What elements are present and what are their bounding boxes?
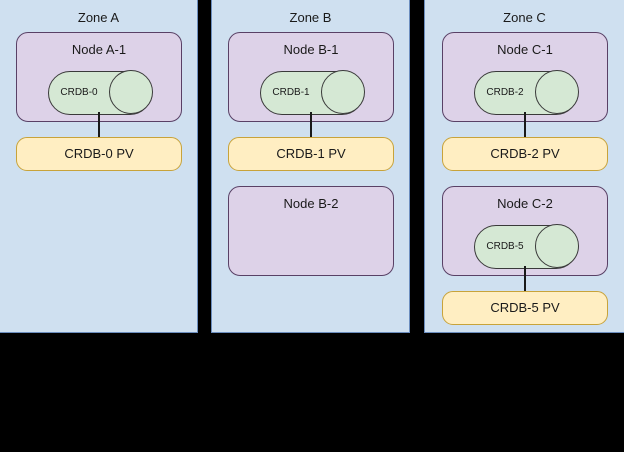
connector-node-c-2-to-crdb-5-pv — [524, 266, 526, 291]
pv-label-crdb-1: CRDB-1 PV — [276, 146, 346, 161]
node-container-a-1[interactable]: Node A-1 CRDB-0 — [16, 32, 182, 122]
database-cylinder-crdb-5[interactable]: CRDB-5 — [474, 224, 579, 269]
cylinder-cap-icon — [109, 70, 153, 114]
database-cylinder-crdb-0[interactable]: CRDB-0 — [48, 70, 153, 115]
zone-container-a[interactable]: Zone A Node A-1 CRDB-0 CRDB-0 PV — [0, 0, 198, 333]
cylinder-cap-icon — [535, 224, 579, 268]
cylinder-cap-icon — [321, 70, 365, 114]
connector-node-a-1-to-crdb-0-pv — [98, 112, 100, 137]
database-cylinder-crdb-1[interactable]: CRDB-1 — [260, 70, 365, 115]
node-label-c-1: Node C-1 — [497, 42, 553, 57]
connector-node-b-1-to-crdb-1-pv — [310, 112, 312, 137]
node-label-b-1: Node B-1 — [283, 42, 339, 57]
database-label-crdb-1: CRDB-1 — [272, 87, 310, 98]
pv-container-crdb-1[interactable]: CRDB-1 PV — [228, 137, 394, 171]
cylinder-cap-icon — [535, 70, 579, 114]
zone-container-b[interactable]: Zone B Node B-1 CRDB-1 CRDB-1 PV Node B-… — [211, 0, 410, 333]
node-container-c-2[interactable]: Node C-2 CRDB-5 — [442, 186, 608, 276]
database-label-crdb-0: CRDB-0 — [60, 87, 98, 98]
zone-label-c: Zone C — [503, 10, 546, 25]
node-container-c-1[interactable]: Node C-1 CRDB-2 — [442, 32, 608, 122]
pv-label-crdb-5: CRDB-5 PV — [490, 300, 560, 315]
pv-label-crdb-2: CRDB-2 PV — [490, 146, 560, 161]
zone-label-b: Zone B — [289, 10, 332, 25]
database-cylinder-crdb-2[interactable]: CRDB-2 — [474, 70, 579, 115]
node-label-c-2: Node C-2 — [497, 196, 553, 211]
database-label-crdb-2: CRDB-2 — [486, 87, 524, 98]
node-container-b-1[interactable]: Node B-1 CRDB-1 — [228, 32, 394, 122]
node-container-b-2[interactable]: Node B-2 — [228, 186, 394, 276]
node-label-b-2: Node B-2 — [283, 196, 339, 211]
database-label-crdb-5: CRDB-5 — [486, 241, 524, 252]
pv-container-crdb-5[interactable]: CRDB-5 PV — [442, 291, 608, 325]
node-label-a-1: Node A-1 — [71, 42, 127, 57]
pv-label-crdb-0: CRDB-0 PV — [64, 146, 134, 161]
zone-container-c[interactable]: Zone C Node C-1 CRDB-2 CRDB-2 PV Node C-… — [424, 0, 624, 333]
zone-label-a: Zone A — [77, 10, 120, 25]
pv-container-crdb-2[interactable]: CRDB-2 PV — [442, 137, 608, 171]
pv-container-crdb-0[interactable]: CRDB-0 PV — [16, 137, 182, 171]
connector-node-c-1-to-crdb-2-pv — [524, 112, 526, 137]
